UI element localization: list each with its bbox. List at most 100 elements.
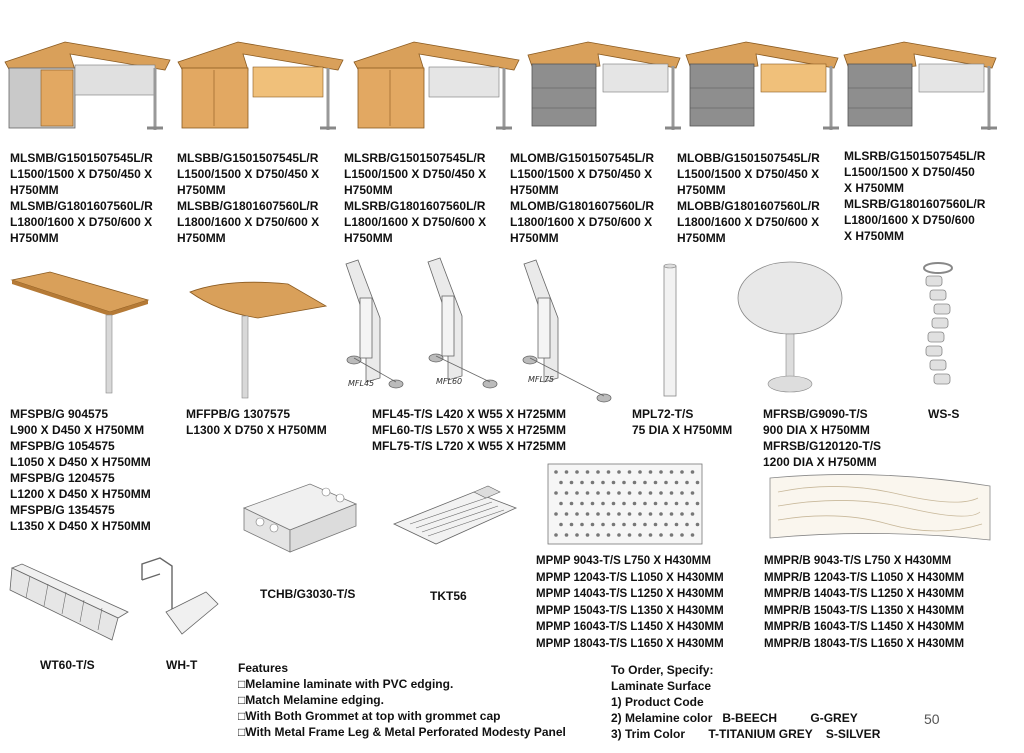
perforation-hole (680, 491, 684, 495)
perforation-hole (648, 491, 653, 495)
perforation-hole (690, 533, 695, 537)
product-code-text: MLSRB/G1501507545L/R L1500/1500 X D750/4… (344, 151, 487, 245)
product-code-text: WT60-T/S (40, 658, 95, 672)
product-code-text: MLSMB/G1501507545L/R L1500/1500 X D750/4… (10, 151, 153, 245)
perforation-hole (638, 470, 642, 474)
perforation-hole (627, 491, 632, 495)
perforation-hole (606, 470, 611, 474)
product-code-text: WH-T (166, 658, 198, 672)
perforation-hole (601, 480, 605, 485)
perforation-hole (653, 480, 658, 485)
perforation-hole (617, 533, 621, 537)
perforation-hole (596, 533, 600, 537)
perforation-hole (680, 533, 684, 537)
perforation-hole (554, 512, 558, 516)
product-code-text: MPL72-T/S 75 DIA X H750MM (632, 407, 733, 437)
perforation-hole (632, 501, 637, 506)
product-code-text: MFSPB/G 904575 L900 X D450 X H750MM MFSP… (10, 407, 151, 533)
perforation-hole (622, 480, 626, 485)
desk-illustration-1 (4, 41, 171, 130)
leg-tag-mfl60: MFL60 (436, 377, 462, 386)
perforation-hole (664, 522, 668, 527)
order-line: 3) Trim Color T-TITANIUM GREY S-SILVER (611, 727, 881, 741)
perforation-hole (559, 522, 563, 527)
product-code-text: TCHB/G3030-T/S (260, 587, 356, 601)
perforation-hole (569, 522, 574, 527)
keyboard-tray-illustration (393, 485, 518, 545)
perforation-hole (643, 501, 647, 506)
perforation-hole (638, 512, 642, 516)
perforation-hole (690, 512, 695, 516)
perforation-hole (690, 470, 695, 474)
order-line: 2) Melamine color B-BEECH G-GREY (611, 711, 858, 725)
perforation-hole (648, 470, 653, 474)
extension-table-illustration (10, 271, 150, 394)
leg-tag-mfl45: MFL45 (348, 379, 374, 388)
perforation-hole (632, 522, 637, 527)
perforation-hole (564, 533, 569, 537)
perforation-hole (680, 512, 684, 516)
perforation-hole (659, 491, 663, 495)
perforation-hole (674, 501, 679, 506)
features-section: Features □Melamine laminate with PVC edg… (238, 660, 566, 740)
perforation-hole (596, 512, 600, 516)
perforation-hole (606, 512, 611, 516)
perforation-hole (554, 533, 558, 537)
product-code-text: WS-S (928, 407, 960, 421)
desk-illustration-4 (527, 41, 681, 130)
perforation-hole (606, 491, 611, 495)
order-spec-section: To Order, Specify: Laminate Surface 1) P… (611, 662, 880, 742)
wire-spine-illustration (923, 262, 953, 385)
perforation-hole (580, 480, 584, 485)
perforation-hole (585, 491, 590, 495)
perforation-hole (664, 480, 668, 485)
perforation-hole (638, 533, 642, 537)
perforation-hole (690, 491, 695, 495)
perforation-hole (669, 512, 674, 516)
perforation-hole (590, 522, 595, 527)
product-code-text: MLSRB/G1501507545L/R L1500/1500 X D750/4… (844, 149, 986, 243)
perforation-hole (627, 512, 632, 516)
round-table-illustration (737, 261, 843, 393)
perforation-hole (617, 512, 621, 516)
perforation-hole (627, 470, 632, 474)
order-line: 1) Product Code (611, 695, 704, 709)
page-number: 50 (924, 711, 940, 727)
perforation-hole (575, 491, 579, 495)
perforation-hole (695, 501, 700, 506)
perforation-hole (575, 470, 579, 474)
perforation-hole (580, 501, 584, 506)
perforation-hole (611, 501, 616, 506)
perforation-hole (564, 470, 569, 474)
perforation-hole (680, 470, 684, 474)
perforation-hole (674, 480, 679, 485)
product-code-text: MFFPB/G 1307575 L1300 X D750 X H750MM (186, 407, 327, 437)
cpu-holder-illustration (242, 483, 358, 553)
product-code-text: MLOMB/G1501507545L/R L1500/1500 X D750/4… (510, 151, 655, 245)
perforation-hole (611, 480, 616, 485)
perforation-hole (669, 491, 674, 495)
perforation-hole (659, 470, 663, 474)
perforation-hole (554, 470, 558, 474)
perforation-hole (653, 501, 658, 506)
perforation-hole (685, 501, 689, 506)
perforation-hole (674, 522, 679, 527)
perforation-hole (685, 480, 689, 485)
perforation-hole (580, 522, 584, 527)
perforation-hole (569, 480, 574, 485)
wire-tray-illustration (9, 563, 129, 641)
product-code-text: MPMP 9043-T/S L750 X H430MM MPMP 12043-T… (536, 555, 724, 650)
quarter-extension-illustration (189, 281, 328, 399)
perforation-hole (669, 470, 674, 474)
metal-frame-leg-illustration: MFL45 MFL60 MFL75 (345, 257, 612, 403)
perforation-hole (564, 512, 569, 516)
perforation-hole (659, 533, 663, 537)
perforation-hole (659, 512, 663, 516)
perforation-hole (559, 480, 563, 485)
perforation-hole (611, 522, 616, 527)
product-code-text: MLOBB/G1501507545L/R L1500/1500 X D750/4… (677, 151, 820, 245)
perforation-hole (653, 522, 658, 527)
perforation-hole (590, 480, 595, 485)
product-code-text: MFL45-T/S L420 X W55 X H725MM MFL60-T/S … (372, 407, 567, 453)
feature-item: □Melamine laminate with PVC edging. (238, 677, 454, 691)
